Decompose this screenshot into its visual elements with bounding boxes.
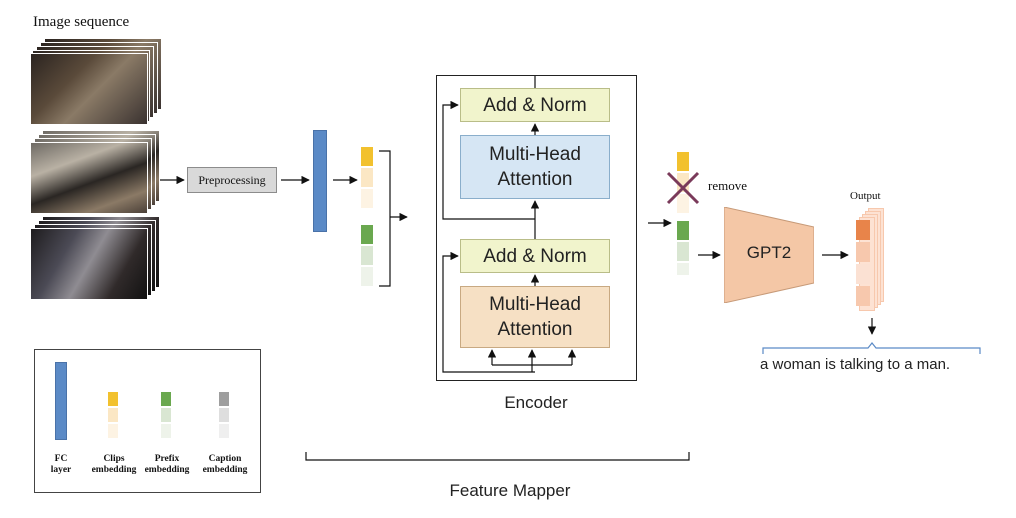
legend-prefix-label: Prefix embedding xyxy=(139,454,195,476)
bottom-add-norm-block: Add & Norm xyxy=(460,239,610,273)
gpt2-shape xyxy=(724,207,814,303)
legend-prefix-line-2: embedding xyxy=(144,465,190,475)
embedding-cell xyxy=(219,424,229,438)
legend-box: FC layer Clips embedding Prefix embeddin… xyxy=(34,349,261,493)
encoder-output-stack xyxy=(677,152,691,275)
embedding-cell xyxy=(361,168,373,187)
embedding-cell xyxy=(677,263,689,275)
embedding-cell xyxy=(219,408,229,422)
embedding-cell xyxy=(677,194,689,213)
embedding-cell xyxy=(161,424,171,438)
embedding-cell xyxy=(361,225,373,244)
remove-label: remove xyxy=(708,178,747,193)
legend-clips-swatch xyxy=(108,392,118,440)
output-label: Output xyxy=(850,190,881,202)
embedding-cell xyxy=(108,408,118,422)
embedding-cell xyxy=(108,424,118,438)
embedding-cell xyxy=(856,242,870,262)
embedding-cell xyxy=(219,392,229,406)
prefix-embedding-stack xyxy=(361,225,375,295)
legend-clips-line-1: Clips xyxy=(103,454,125,464)
attention-line-2: Attention xyxy=(497,169,573,190)
fc-layer-bar xyxy=(313,130,327,232)
embedding-cell xyxy=(677,152,689,171)
image-sequence xyxy=(30,38,165,300)
attention-line-1: Multi-Head xyxy=(489,144,581,165)
gpt2-block xyxy=(724,207,814,303)
legend-prefix-swatch xyxy=(161,392,171,440)
embedding-cell xyxy=(856,220,870,240)
top-add-norm-block: Add & Norm xyxy=(460,88,610,122)
video-frame xyxy=(30,142,148,214)
bottom-multi-head-attention-block: Multi-Head Attention xyxy=(460,286,610,348)
embedding-cell xyxy=(161,392,171,406)
legend-caption-label: Caption embedding xyxy=(197,454,253,476)
embedding-cell xyxy=(677,242,689,261)
legend-caption-line-1: Caption xyxy=(208,454,242,464)
output-token-stack xyxy=(856,208,890,311)
embedding-cell xyxy=(856,286,870,306)
legend-clips-label: Clips embedding xyxy=(87,454,141,476)
embedding-bracket xyxy=(379,150,391,287)
encoder-label: Encoder xyxy=(504,393,568,412)
embedding-cell xyxy=(856,264,870,284)
legend-fc-label: FC layer xyxy=(41,454,81,476)
embedding-cell xyxy=(677,221,689,240)
video-frame xyxy=(30,53,148,125)
video-frame xyxy=(30,228,148,300)
encoder-box xyxy=(436,75,637,381)
legend-fc-line-2: layer xyxy=(50,465,72,475)
output-token-front xyxy=(856,220,870,306)
image-sequence-label: Image sequence xyxy=(33,14,130,30)
caption-brace xyxy=(762,342,981,354)
legend-caption-swatch xyxy=(219,392,229,440)
legend-prefix-line-1: Prefix xyxy=(154,454,180,464)
feature-mapper-bracket xyxy=(305,452,690,461)
legend-clips-line-2: embedding xyxy=(91,465,137,475)
legend-caption-line-2: embedding xyxy=(202,465,248,475)
embedding-cell xyxy=(161,408,171,422)
feature-mapper-label: Feature Mapper xyxy=(449,481,571,500)
embedding-cell xyxy=(361,189,373,208)
embedding-cell xyxy=(108,392,118,406)
embedding-cell xyxy=(361,267,373,286)
embedding-cell xyxy=(361,246,373,265)
caption-text: a woman is talking to a man. xyxy=(760,356,951,373)
gpt2-label: GPT2 xyxy=(746,243,792,262)
clips-embedding-stack xyxy=(361,147,375,217)
preprocessing-box: Preprocessing xyxy=(187,167,277,193)
top-multi-head-attention-block: Multi-Head Attention xyxy=(460,135,610,199)
attention-line-1: Multi-Head xyxy=(489,294,581,315)
legend-fc-swatch xyxy=(55,362,67,440)
embedding-cell xyxy=(677,173,689,192)
embedding-cell xyxy=(361,147,373,166)
legend-fc-line-1: FC xyxy=(54,454,68,464)
attention-line-2: Attention xyxy=(497,319,573,340)
